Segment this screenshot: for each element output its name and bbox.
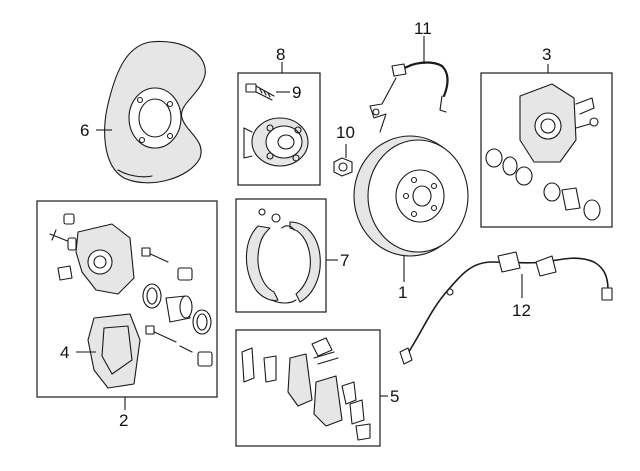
callout-2: 2 [119, 411, 128, 430]
parking-brake-shoes [245, 208, 321, 304]
callout-5: 5 [390, 387, 399, 406]
callout-3: 3 [542, 45, 551, 64]
callout-4: 4 [60, 343, 69, 362]
dust-shield [104, 40, 206, 184]
brake-hose [369, 61, 449, 133]
parking-shoe-box [235, 198, 327, 313]
leader-lines [76, 36, 549, 410]
hub-assembly-box [237, 72, 321, 186]
callout-6: 6 [80, 121, 89, 140]
caliper-body [49, 213, 135, 295]
callout-12: 12 [512, 301, 531, 320]
caliper-kit-box [480, 72, 613, 228]
callout-1: 1 [398, 283, 407, 302]
guide-pins [141, 247, 213, 367]
abs-sensor-harness [399, 251, 613, 365]
pad-kit-box [235, 329, 381, 447]
wheel-hub [243, 117, 309, 167]
callout-10: 10 [336, 123, 355, 142]
hub-bolt [245, 83, 275, 101]
brake-rotor [353, 135, 469, 257]
hub-nut [333, 157, 353, 177]
callout-11: 11 [414, 19, 432, 38]
caliper-kit [485, 83, 601, 221]
caliper-assembly-box [36, 200, 218, 398]
caliper-bracket [87, 313, 141, 389]
pistons-and-seals [142, 283, 212, 335]
callout-9: 9 [292, 83, 301, 102]
callout-8: 8 [276, 45, 285, 64]
callout-7: 7 [340, 251, 349, 270]
brake-pad-kit [241, 337, 371, 441]
